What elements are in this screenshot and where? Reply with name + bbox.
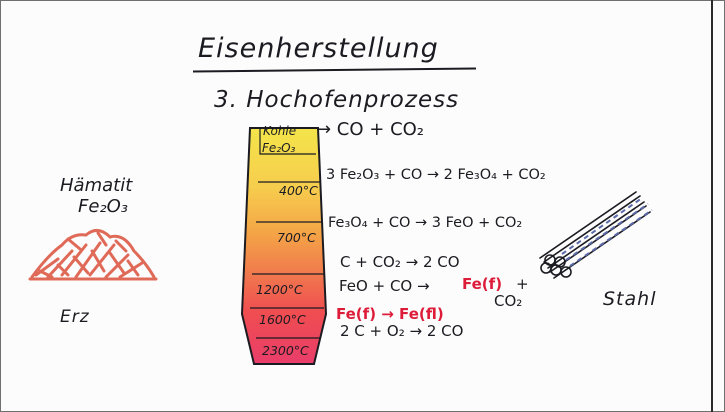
section-subtitle: 3. Hochofenprozess [214,87,460,113]
equation-wustite-part1: FeO + CO → [339,277,430,295]
equation-coal: → CO + CO₂ [316,119,425,140]
page-title: Eisenherstellung [198,33,439,64]
temp-zone-5: 2300°C [262,343,309,358]
equation-boudouard: C + CO₂ → 2 CO [340,253,460,271]
temp-zone-2: 700°C [277,230,316,245]
temp-zone-1: 400°C [279,183,318,198]
equation-hematite-reduction: 3 Fe₂O₃ + CO → 2 Fe₃O₄ + CO₂ [326,167,546,183]
temp-zone-3: 1200°C [256,282,303,297]
equation-wustite-plus: + [516,275,529,293]
equation-combustion: 2 C + O₂ → 2 CO [340,322,464,340]
furnace-top-label: Kohle [263,124,297,138]
equation-wustite-co2: CO₂ [494,292,523,310]
temp-zone-4: 1600°C [259,312,306,327]
furnace-ore-input: Fe₂O₃ [262,141,296,155]
ore-label: Erz [60,307,90,327]
ore-pile-drawing [28,229,158,281]
equation-magnetite-reduction: Fe₃O₄ + CO → 3 FeO + CO₂ [328,215,523,231]
equation-iron-solid: Fe(f) [462,275,503,293]
ore-name: Hämatit [60,175,133,196]
ore-formula: Fe₂O₃ [78,196,129,217]
board-edge-line [711,0,713,412]
steel-bars-drawing [539,191,653,279]
steel-label: Stahl [603,288,657,310]
equation-melting: Fe(f) → Fe(fl) [336,305,444,323]
blast-furnace-drawing [240,127,328,365]
